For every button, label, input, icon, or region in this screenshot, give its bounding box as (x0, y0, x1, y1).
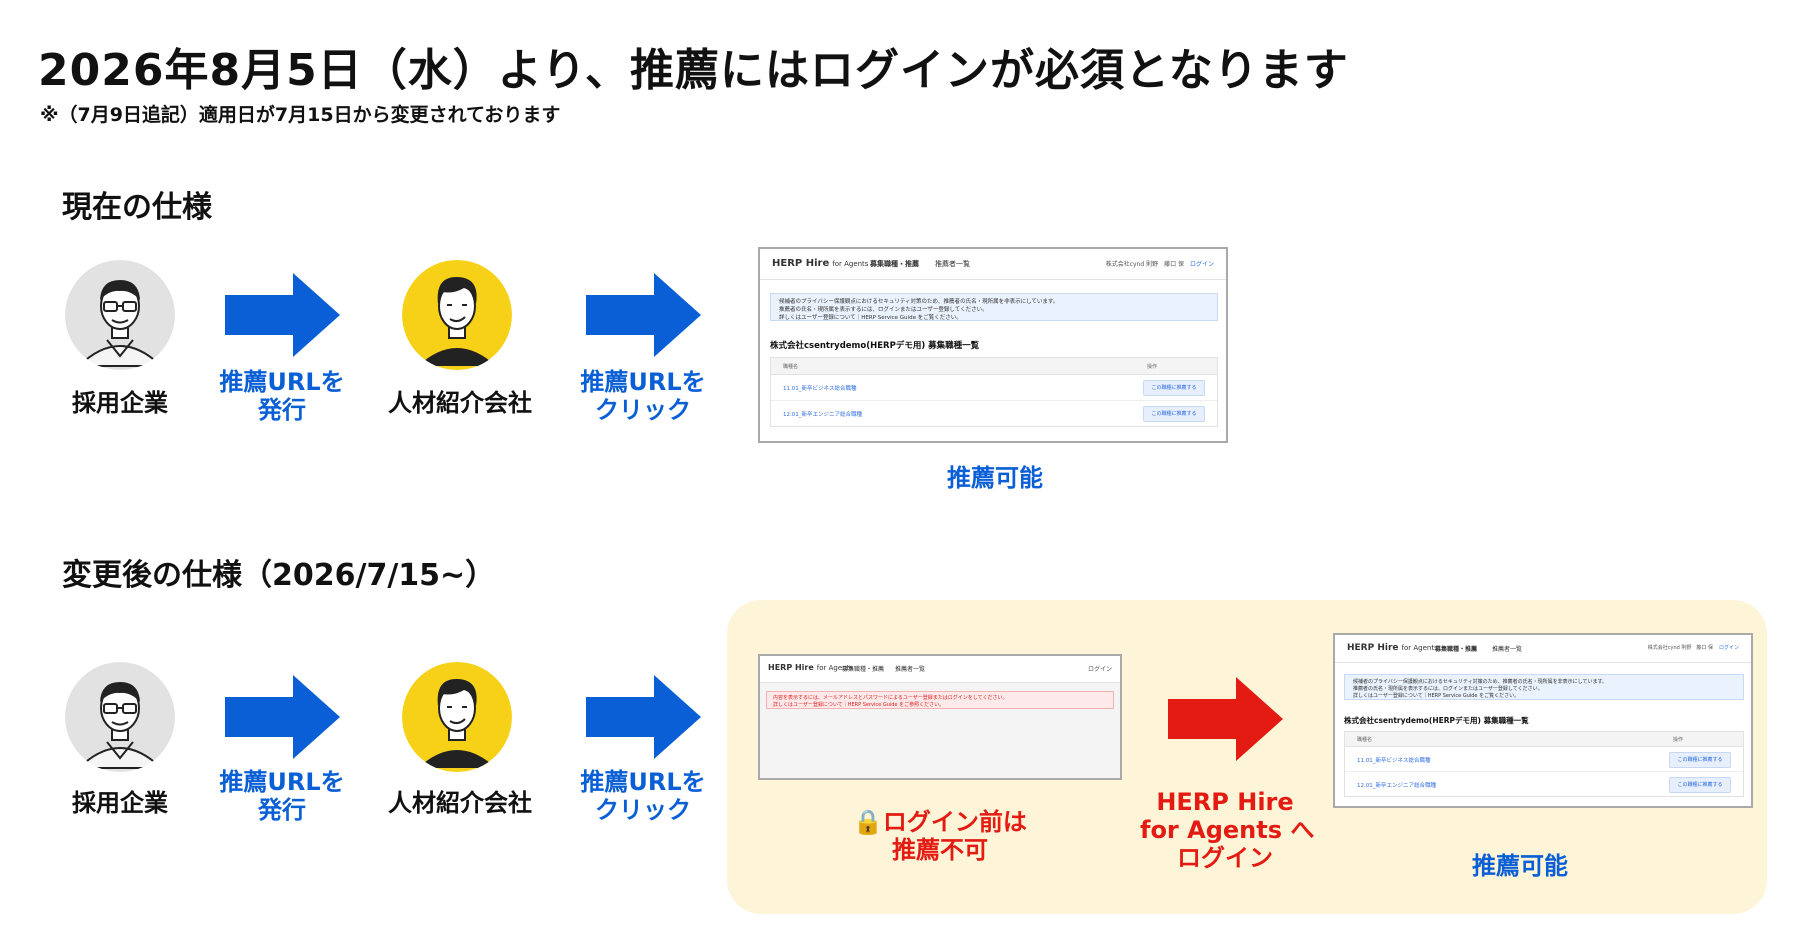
blocked-label: 🔒ログイン前は推薦不可 (853, 808, 1027, 864)
account-area: 株式会社cynd 則野 藤口 保ログイン (1105, 261, 1214, 268)
recommend-button[interactable]: この職種に推薦する (1143, 406, 1205, 422)
table-row: 11.01_新卒ビジネス総合職種 この職種に推薦する (771, 375, 1217, 401)
agency-label: 人材紹介会社 (388, 389, 532, 417)
update-note: ※（7月9日追記）適用日が7月15日から変更されております (40, 104, 561, 126)
login-link[interactable]: ログイン (1189, 261, 1214, 268)
issue-url-step: 推薦URLを発行 (219, 368, 345, 424)
nav-candidates[interactable]: 推薦者一覧 (1492, 646, 1523, 653)
click-url-step: 推薦URLをクリック (580, 368, 706, 424)
nav-jobs[interactable]: 募集職種・推薦 (870, 260, 919, 268)
company-label: 採用企業 (72, 789, 168, 817)
recommend-button[interactable]: この職種に推薦する (1143, 380, 1205, 396)
arrow-right-icon (586, 273, 701, 357)
nav-candidates[interactable]: 推薦者一覧 (935, 260, 970, 268)
login-link[interactable]: ログイン (1087, 666, 1112, 673)
table-row: 11.01_新卒ビジネス総合職種 この職種に推薦する (1345, 747, 1743, 772)
arrow-right-icon (1168, 677, 1283, 761)
issue-url-step: 推薦URLを発行 (219, 768, 345, 824)
job-list-title: 株式会社csentrydemo(HERPデモ用) 募集職種一覧 (1344, 716, 1529, 725)
nav-candidates[interactable]: 推薦者一覧 (895, 666, 926, 673)
col-job: 職種名 (1357, 737, 1373, 743)
job-table: 職種名操作 11.01_新卒ビジネス総合職種この職種に推薦する 12.01_新卒… (1344, 731, 1744, 797)
section-title-changed: 変更後の仕様（2026/7/15~） (62, 558, 496, 593)
col-job: 職種名 (783, 364, 799, 370)
result-label-changed: 推薦可能 (1472, 852, 1568, 880)
table-row: 12.01_新卒エンジニア総合職種 この職種に推薦する (771, 401, 1217, 426)
job-table: 職種名操作 11.01_新卒ビジネス総合職種この職種に推薦する 12.01_新卒… (770, 357, 1218, 427)
privacy-notice: 候補者のプライバシー保護観点におけるセキュリティ対策のため、推薦者の氏名・現所属… (1344, 674, 1744, 700)
table-row: 12.01_新卒エンジニア総合職種 この職種に推薦する (1345, 772, 1743, 796)
nav-jobs[interactable]: 募集職種・推薦 (1435, 646, 1478, 653)
result-label-current: 推薦可能 (947, 464, 1043, 492)
arrow-right-icon (586, 675, 701, 759)
job-link[interactable]: 12.01_新卒エンジニア総合職種 (783, 412, 862, 418)
job-link[interactable]: 11.01_新卒ビジネス総合職種 (1357, 758, 1431, 764)
recommend-button[interactable]: この職種に推薦する (1669, 777, 1731, 793)
col-action: 操作 (1672, 737, 1683, 743)
company-avatar (65, 260, 175, 370)
agency-avatar (402, 662, 512, 772)
agency-avatar (402, 260, 512, 370)
login-required-alert: 内容を表示するには、メールアドレスとパスワードによるユーザー登録またはログインを… (766, 691, 1114, 709)
arrow-right-icon (225, 675, 340, 759)
account-area: 株式会社cynd 則野 藤口 保ログイン (1647, 645, 1739, 651)
nav-jobs[interactable]: 募集職種・推薦 (842, 666, 885, 673)
login-link[interactable]: ログイン (1718, 645, 1739, 651)
company-avatar (65, 662, 175, 772)
page-title: 2026年8月5日（水）より、推薦にはログインが必須となります (38, 45, 1349, 96)
recommend-button[interactable]: この職種に推薦する (1669, 752, 1731, 768)
privacy-notice: 候補者のプライバシー保護観点におけるセキュリティ対策のため、推薦者の氏名・現所属… (770, 293, 1218, 321)
job-list-title: 株式会社csentrydemo(HERPデモ用) 募集職種一覧 (770, 341, 980, 351)
job-link[interactable]: 11.01_新卒ビジネス総合職種 (783, 386, 857, 392)
section-title-current: 現在の仕様 (62, 190, 212, 225)
agency-label: 人材紹介会社 (388, 789, 532, 817)
arrow-right-icon (225, 273, 340, 357)
job-link[interactable]: 12.01_新卒エンジニア総合職種 (1357, 783, 1436, 789)
company-label: 採用企業 (72, 389, 168, 417)
col-action: 操作 (1146, 364, 1157, 370)
click-url-step: 推薦URLをクリック (580, 768, 706, 824)
